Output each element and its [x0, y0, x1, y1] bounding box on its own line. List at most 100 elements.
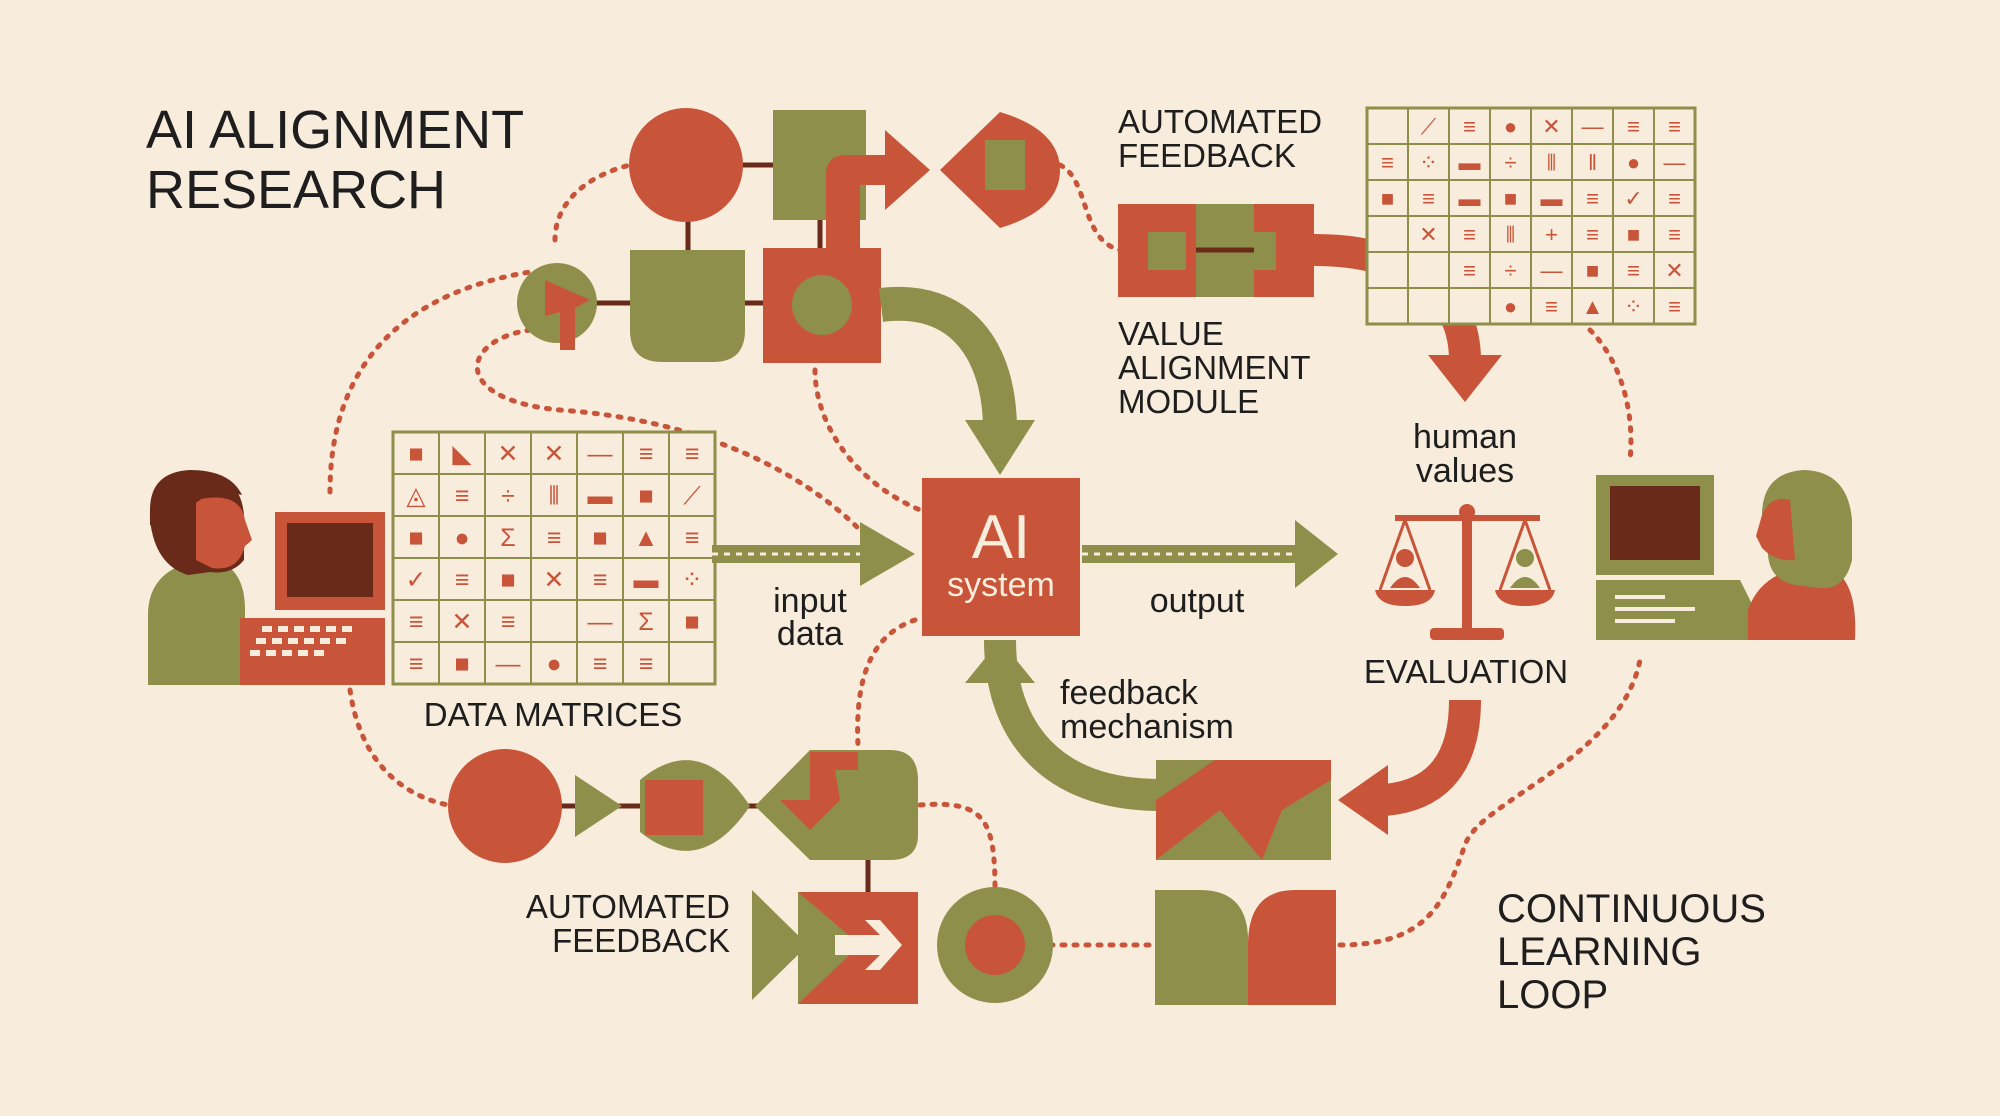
matrix-cell-symbol: ⟋ [1421, 114, 1437, 139]
matrix-cell-symbol: ≡ [409, 608, 424, 636]
value-alignment-label: MODULE [1118, 383, 1259, 420]
ai-system-box [922, 478, 1080, 636]
matrix-cell-symbol: ⦀ [548, 482, 559, 510]
labels: AI ALIGNMENT RESEARCH AUTOMATED FEEDBACK… [146, 100, 1766, 1017]
feedback-module [1156, 760, 1331, 860]
circle-node [629, 108, 743, 222]
matrix-cell-symbol: ● [546, 650, 561, 678]
matrix-cell-symbol: ≡ [685, 524, 700, 552]
matrix-cell-symbol: ■ [1504, 186, 1517, 211]
matrix-cell-symbol: ◣ [452, 440, 472, 468]
matrix-cell-symbol: — [496, 650, 521, 678]
play-icon [575, 775, 622, 837]
matrix-cell-symbol: ■ [638, 482, 653, 510]
matrix-cell-symbol: Σ [500, 524, 515, 552]
flow-arrow [878, 286, 1017, 431]
dotted-connector [812, 367, 923, 513]
matrix-cell-symbol: ≡ [1586, 186, 1599, 211]
matrix-cell-symbol: ≡ [1668, 186, 1681, 211]
matrix-cell-symbol: ▬ [634, 566, 659, 594]
matrix-cell-symbol: ≡ [639, 650, 654, 678]
dotted-connector [1057, 162, 1123, 253]
matrix-cell-symbol: ▲ [634, 524, 659, 552]
dotted-connector [327, 269, 533, 495]
matrix-cell-symbol: ⁘ [682, 566, 703, 594]
matrix-cell-symbol: ⟋ [683, 482, 701, 510]
matrix-cell-symbol: ⁘ [1624, 294, 1642, 319]
automated-feedback-top-label: FEEDBACK [1118, 137, 1296, 174]
person-icon [1516, 549, 1534, 567]
dotted-connector [1587, 327, 1634, 463]
matrix-cell-symbol: ✕ [1542, 114, 1560, 139]
matrix-cell-symbol: ≡ [455, 566, 470, 594]
arrow-down-icon [1428, 355, 1502, 402]
matrix-cell-symbol: + [1545, 222, 1558, 247]
matrix-cell-symbol: ● [454, 524, 469, 552]
continuous-learning-loop-label: LEARNING [1497, 930, 1702, 974]
matrix-cell-symbol: ✕ [1665, 258, 1683, 283]
matrix-cell-symbol: ≡ [1381, 150, 1394, 175]
play-icon [752, 890, 808, 1000]
bottom-module-chain [448, 749, 1336, 1005]
matrix-cell-symbol: ● [1627, 150, 1640, 175]
continuous-learning-loop-label: LOOP [1497, 973, 1608, 1017]
dotted-connector [917, 801, 998, 893]
matrix-cell-symbol: ■ [1627, 222, 1640, 247]
matrix-cell-symbol: ✓ [1624, 186, 1642, 211]
rounded-block-node [755, 750, 918, 860]
page-title-line2: RESEARCH [146, 160, 446, 220]
matrix-cell-symbol: ⦀ [1506, 222, 1516, 247]
matrix-cell-symbol: — [1541, 258, 1563, 283]
matrix-cell-symbol: — [1582, 114, 1604, 139]
matrix-cell-symbol: ≡ [1586, 222, 1599, 247]
ai-system-title: AI [972, 503, 1031, 572]
matrix-cell-symbol: ‖ [1588, 150, 1597, 175]
monitor-icon [1596, 475, 1770, 640]
matrix-cell-symbol: ■ [684, 608, 699, 636]
person-left-icon [148, 470, 252, 685]
matrix-cell-symbol: ÷ [501, 482, 515, 510]
rounded-block-node [630, 250, 745, 362]
arrow-right-icon [1295, 520, 1338, 588]
arrow-down-icon [965, 420, 1035, 475]
value-alignment-label: VALUE [1118, 315, 1224, 352]
matrix-cell-symbol: ⦀ [1547, 150, 1557, 175]
matrix-cell-symbol: ≡ [1627, 258, 1640, 283]
arrow-up-right-icon [826, 130, 930, 250]
automated-feedback-top-label: AUTOMATED [1118, 103, 1322, 140]
matrix-cell-symbol: ≡ [1422, 186, 1435, 211]
matrix-cell-symbol: ≡ [1545, 294, 1558, 319]
matrix-cell-symbol: ✕ [498, 440, 519, 468]
circle-node [448, 749, 562, 863]
human-values-label: human [1413, 418, 1517, 456]
data-matrix-right: ⟋≡●✕—≡≡≡⁘▬÷⦀‖●—■≡▬■▬≡✓≡✕≡⦀+≡■≡≡÷—■≡✕●≡▲⁘… [1365, 106, 1697, 326]
matrix-cell-symbol: ≡ [455, 482, 470, 510]
matrix-cell-symbol: ÷ [1504, 150, 1516, 175]
matrix-cell-symbol: ≡ [1668, 294, 1681, 319]
matrix-cell-symbol: ■ [592, 524, 607, 552]
matrix-cell-symbol: ▲ [1582, 294, 1604, 319]
matrix-cell-symbol: ÷ [1504, 258, 1516, 283]
cursor-arrow-icon [545, 280, 590, 350]
ai-system-subtitle: system [947, 566, 1055, 604]
book-block-node [1155, 890, 1249, 1005]
matrix-cell-symbol: ≡ [1463, 222, 1476, 247]
flow-arrow [1382, 699, 1481, 816]
matrix-cell-symbol: ≡ [639, 440, 654, 468]
top-module-chain [517, 108, 1060, 363]
feedback-mechanism-label: feedback [1060, 674, 1199, 712]
matrix-cell-symbol: ≡ [1463, 258, 1476, 283]
evaluation-label: EVALUATION [1364, 653, 1568, 690]
matrix-cell-symbol: ⁘ [1419, 150, 1437, 175]
matrix-cell-symbol: ● [1504, 114, 1517, 139]
human-values-label: values [1416, 452, 1514, 490]
matrix-cell-symbol: ✓ [406, 566, 427, 594]
arrow-left-icon [1338, 765, 1388, 835]
laptop-icon [240, 512, 385, 685]
matrix-cell-symbol: — [1664, 150, 1686, 175]
matrix-cell-symbol: ✕ [452, 608, 473, 636]
arrow-right-icon [860, 522, 915, 586]
continuous-learning-loop-label: CONTINUOUS [1497, 887, 1766, 931]
input-data-label: data [777, 615, 843, 653]
